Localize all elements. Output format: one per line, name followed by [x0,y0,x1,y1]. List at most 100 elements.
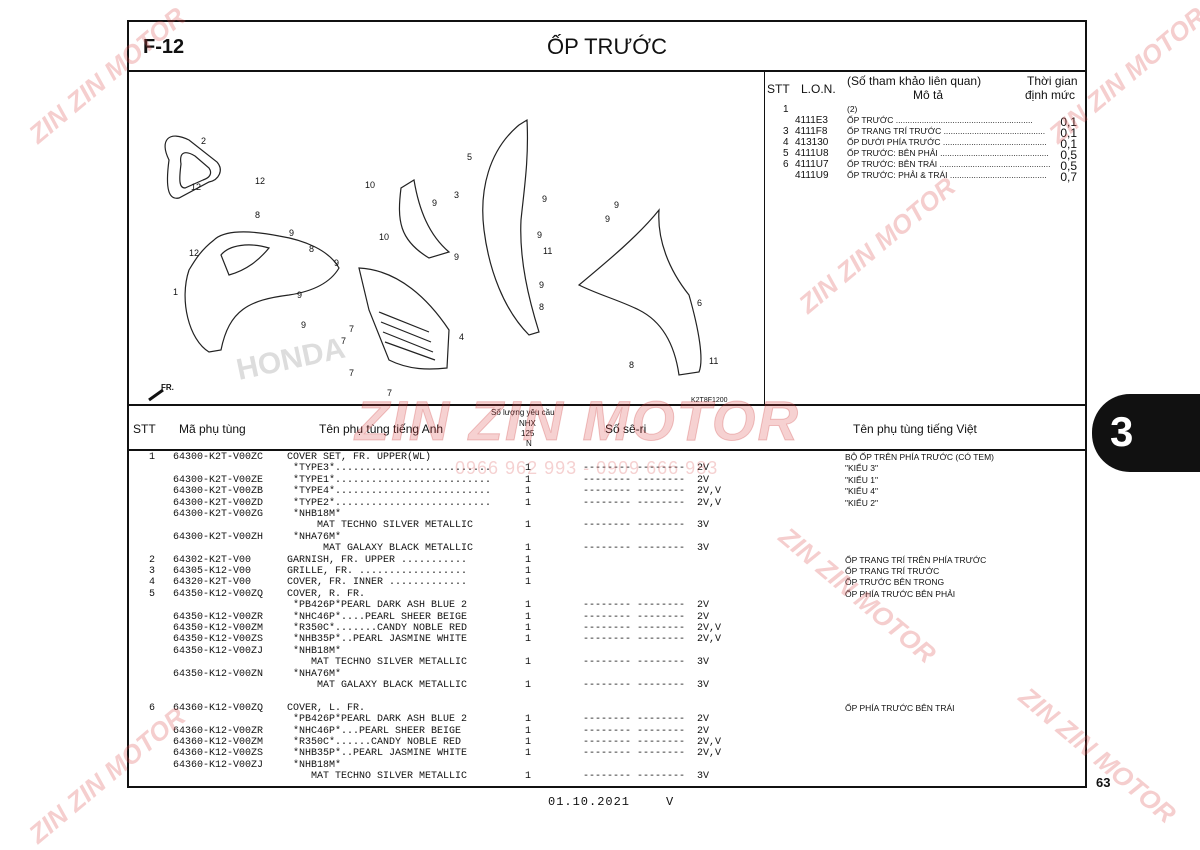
col-qty-model: NHX [519,419,536,428]
cell-en: *NHB35P*..PEARL JASMINE WHITE [287,748,468,760]
lon-row: 1(2) [783,104,858,115]
diagram-code: K2T8F1200 [691,397,728,404]
cell-part: 64320-K2T-V00 [173,577,252,589]
svg-text:9: 9 [539,280,544,290]
fr-arrow-icon [148,388,164,402]
watermark-brand: ZIN ZIN MOTOR [355,389,800,453]
cell-en: COVER, L. FR. [287,702,366,714]
cell-en: MAT GALAXY BLACK METALLIC [287,680,468,691]
cell-qty: 1 [525,680,532,691]
svg-text:12: 12 [255,176,265,186]
table-row: 64350-K12-V00ZR *NHC46P*....PEARL SHEER … [129,612,1085,623]
lon-time-header-2: định mức [1025,88,1076,102]
cell-ser: -------- -------- 2V,V [583,737,722,748]
svg-text:4: 4 [459,332,464,342]
footer-date: 01.10.2021 [548,795,631,809]
svg-text:9: 9 [614,200,619,210]
cell-qty: 1 [525,623,532,634]
svg-text:5: 5 [467,152,472,162]
title-row: F-12 ỐP TRƯỚC [129,22,1085,72]
cell-en: GRILLE, FR. .................. [287,566,468,577]
footer-mark: V [666,795,675,809]
cell-qty: 1 [525,554,532,566]
cell-en: *NHA76M* [287,668,342,680]
cell-part: 64300-K2T-V00ZH [173,531,264,543]
svg-text:6: 6 [697,298,702,308]
page-code: F-12 [143,36,185,58]
lon-time-header: Thời gian [1027,74,1078,88]
cell-vi: "KIỂU 4" [845,486,878,497]
table-row: 64350-K12-V00ZS *NHB35P*..PEARL JASMINE … [129,634,1085,645]
svg-text:9: 9 [297,290,302,300]
table-row: 64300-K2T-V00ZB *TYPE4*.................… [129,486,1085,497]
col-stt: STT [133,422,156,436]
lon-ref-header: (Số tham khảo liên quan) [847,74,982,88]
cell-vi: ỐP PHÍA TRƯỚC BÊN PHẢI [845,588,956,599]
svg-text:8: 8 [629,360,634,370]
cell-qty: 1 [525,771,532,783]
col-qty-model-3: N [526,439,532,448]
cell-qty: 1 [525,748,532,760]
part-left-cover-shape [577,208,702,376]
cell-vi: "KIỂU 2" [845,497,878,508]
svg-text:12: 12 [191,182,201,192]
cell-en: *NHB18M* [287,759,342,771]
cell-en: *PB426P*PEARL DARK ASH BLUE 2 [287,714,468,726]
cell-vi: ỐP TRƯỚC BÊN TRONG [845,577,945,588]
svg-text:2: 2 [201,136,206,146]
section-tab: 3 [1092,394,1200,472]
col-serial: Số sê-ri [605,422,647,436]
cell-vi: ỐP TRANG TRÍ TRÊN PHÍA TRƯỚC [845,554,987,565]
table-row: *TYPE3*..........................1------… [129,463,1085,474]
page-title: ỐP TRƯỚC [547,34,667,59]
cell-part: 64360-K12-V00ZM [173,737,264,748]
lon-table: STT L.O.N. (Số tham khảo liên quan) Mô t… [765,70,1087,404]
cell-en: MAT TECHNO SILVER METALLIC [287,520,474,532]
svg-text:7: 7 [349,324,354,334]
svg-text:10: 10 [379,232,389,242]
part-inner-cover-shape [358,267,450,370]
table-row: 64350-K12-V00ZJ *NHB18M* [129,646,1085,657]
cell-en: *R350C*.......CANDY NOBLE RED [287,623,468,634]
cell-vi: "KIỂU 1" [845,474,878,485]
table-row [129,691,1085,702]
svg-text:8: 8 [255,210,260,220]
cell-qty: 1 [525,714,532,726]
svg-text:3: 3 [454,190,459,200]
svg-text:11: 11 [543,246,552,256]
cell-en: *TYPE2*.......................... [287,497,492,509]
table-row: 64350-K12-V00ZN *NHA76M* [129,669,1085,680]
cell-part: 64302-K2T-V00 [173,554,252,566]
cell-en: *NHB18M* [287,509,342,520]
cell-en: MAT TECHNO SILVER METALLIC [287,657,468,669]
cell-qty: 1 [525,737,532,748]
cell-en: GARNISH, FR. UPPER ........... [287,554,468,566]
cell-ser: -------- -------- 2V,V [583,623,722,634]
lon-stt-header: STT [767,82,790,96]
cell-ser: -------- -------- 3V [583,657,710,669]
cell-en: MAT GALAXY BLACK METALLIC [287,543,474,555]
cell-ser: -------- -------- 2V [583,725,710,737]
cell-part: 64300-K2T-V00ZB [173,486,264,498]
svg-text:7: 7 [349,368,354,378]
cell-ser: -------- -------- 2V,V [583,748,722,760]
cell-ser: -------- -------- 2V,V [583,497,722,509]
cell-part: 64350-K12-V00ZQ [173,588,264,600]
part-grille-shape [398,179,451,259]
cell-qty: 1 [525,520,532,532]
cell-ser: -------- -------- 3V [583,543,710,555]
svg-text:11: 11 [709,356,718,366]
cell-en: *R350C*......CANDY NOBLE RED [287,737,462,748]
